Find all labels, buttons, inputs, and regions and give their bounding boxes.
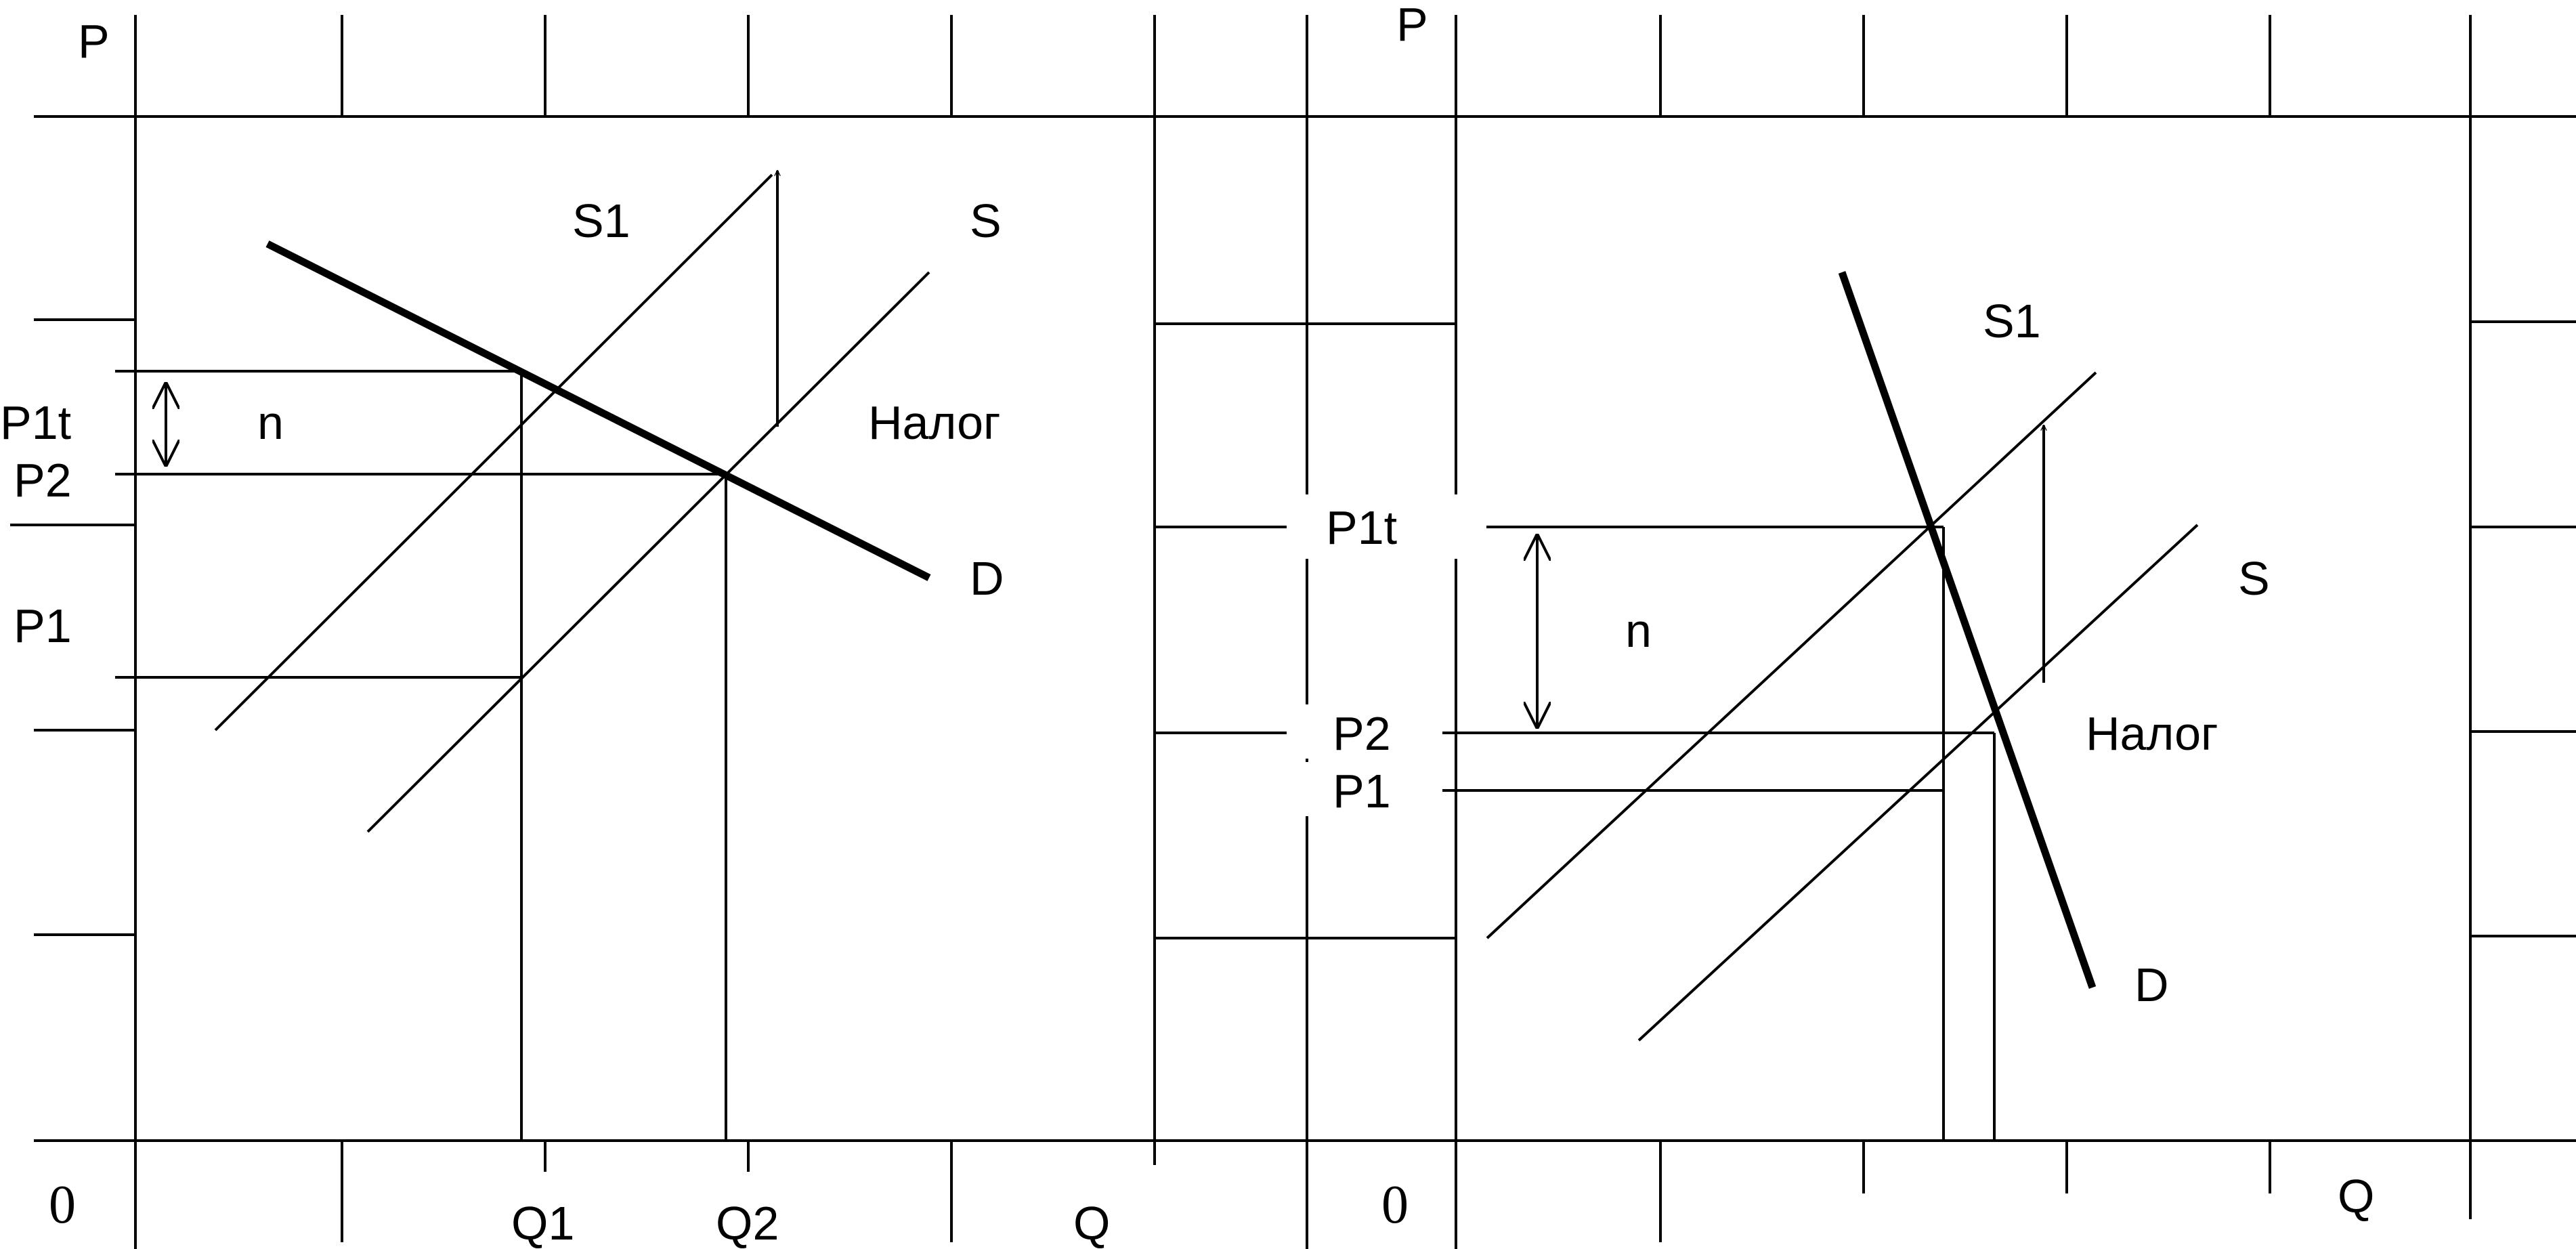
right-tax-gap-label: n [1625, 604, 1652, 657]
grid-frame [10, 15, 2576, 1249]
left-q1-label: Q1 [511, 1197, 574, 1249]
left-y-axis-label: P [78, 15, 110, 68]
left-supply-curve-s1 [214, 173, 773, 732]
left-q2-label: Q2 [716, 1197, 779, 1249]
right-x-axis-label: Q [2338, 1170, 2374, 1223]
right-d-label: D [2134, 958, 2169, 1011]
left-x-axis-label: Q [1073, 1197, 1110, 1249]
left-origin-label: 0 [49, 1175, 76, 1235]
right-origin-label: 0 [1381, 1175, 1409, 1235]
right-supply-curve-s [1637, 524, 2199, 1042]
left-panel: P 0 Q P1t P2 P1 Q1 Q2 S1 S D n Налог [0, 15, 1110, 1249]
right-p2-label: P2 [1333, 707, 1391, 760]
left-tax-gap-label: n [257, 396, 284, 449]
left-s-label: S [970, 194, 1002, 247]
right-demand-curve [1838, 271, 2097, 989]
right-supply-curve-s1 [1486, 371, 2097, 939]
left-demand-curve [265, 240, 931, 581]
left-supply-curve-s [366, 271, 930, 833]
left-p1t-label: P1t [0, 396, 71, 449]
right-p1t-label: P1t [1326, 501, 1397, 554]
right-s1-label: S1 [1983, 295, 2041, 347]
left-p2-label: P2 [14, 454, 72, 507]
right-tax-label: Налог [2086, 707, 2218, 760]
left-d-label: D [970, 552, 1004, 605]
right-p1-label: P1 [1333, 765, 1391, 818]
left-s1-label: S1 [572, 194, 630, 247]
left-p1-label: P1 [14, 599, 72, 652]
right-s-label: S [2238, 552, 2270, 605]
right-y-axis-label: P [1396, 0, 1428, 51]
right-panel: P 0 Q P1t P2 P1 S1 S D n Налог [1326, 0, 2374, 1235]
left-tax-label: Налог [868, 396, 1001, 449]
